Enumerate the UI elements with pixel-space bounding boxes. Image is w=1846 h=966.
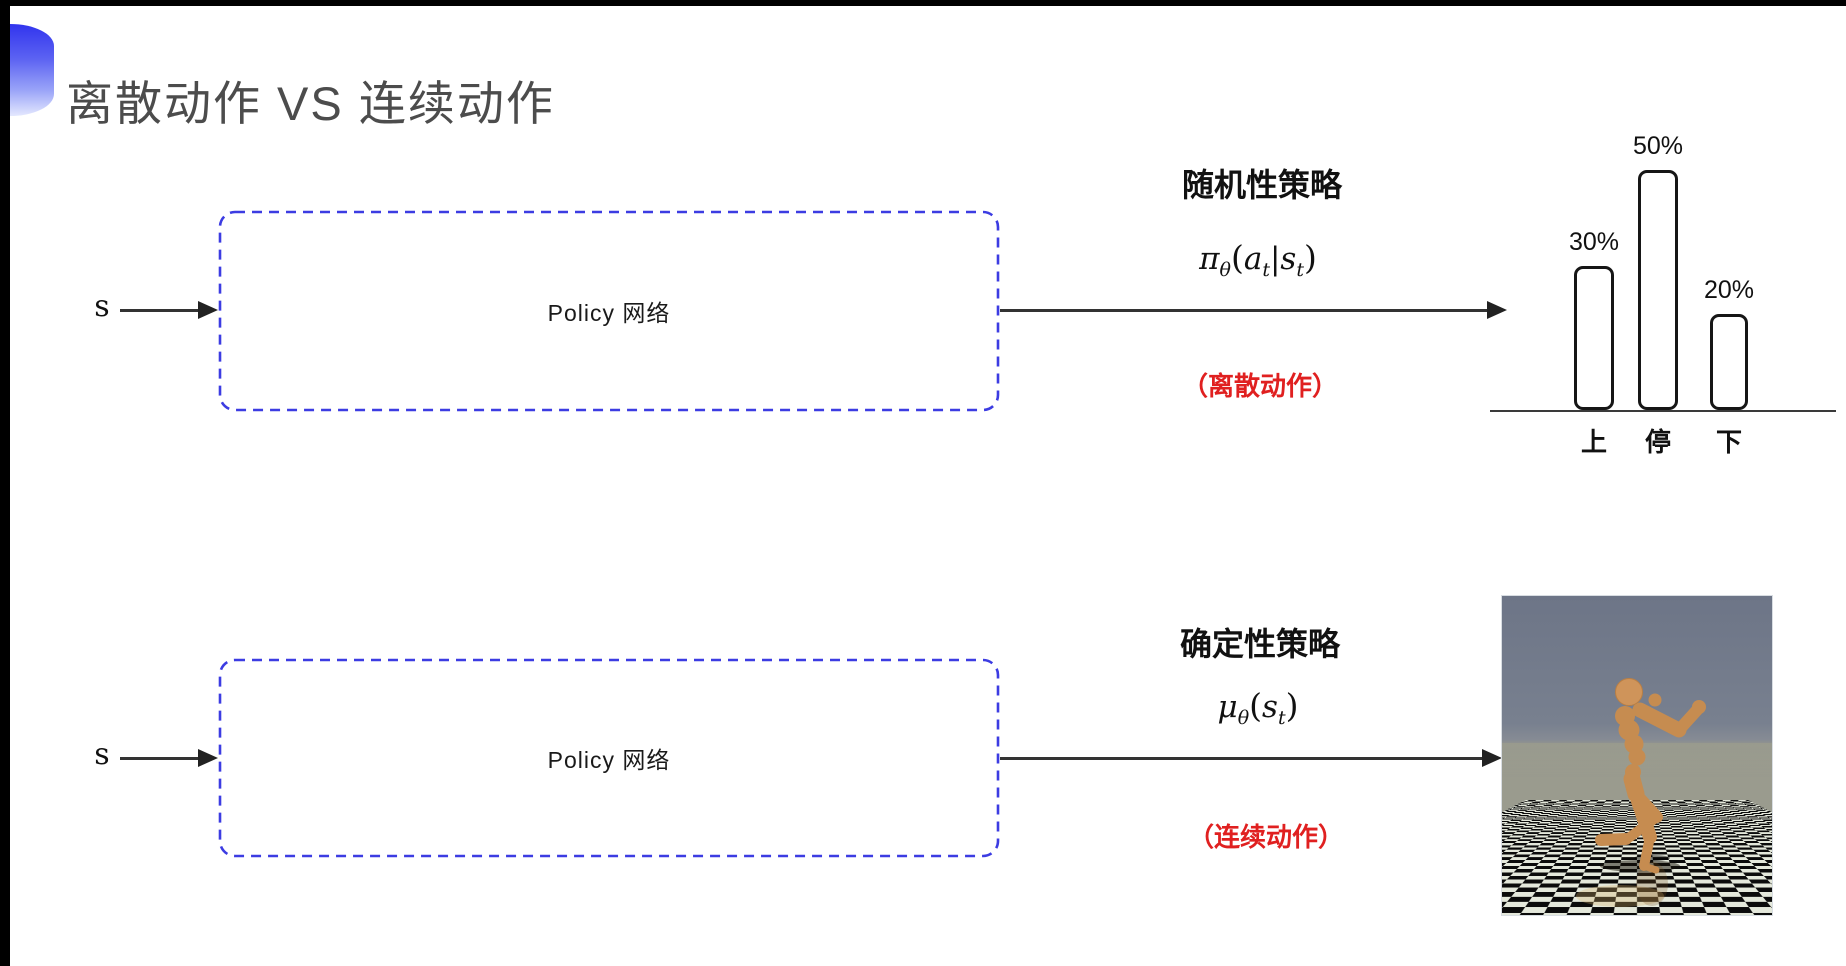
capture-frame-top <box>0 0 1846 6</box>
bar <box>1710 314 1748 410</box>
formula-symbol: π <box>1199 241 1220 277</box>
bar <box>1638 170 1678 410</box>
arrow-policy-to-robot <box>1000 749 1502 767</box>
policy-network-box-bottom: Policy 网络 <box>218 658 1000 858</box>
continuous-action-label: （连续动作） <box>1187 822 1344 852</box>
arrow-head-icon <box>1487 301 1507 319</box>
formula-arg: s <box>1262 689 1278 725</box>
arrow-state-to-policy-top <box>120 301 218 319</box>
arrow-policy-to-distribution <box>1000 301 1507 319</box>
blue-half-circle-decoration <box>10 24 54 116</box>
stochastic-policy-formula: πθ(at|st) <box>1128 238 1388 281</box>
deterministic-policy-formula: μθ(st) <box>1128 686 1388 729</box>
discrete-action-label: （离散动作） <box>1181 371 1338 401</box>
formula-paren: ( <box>1230 238 1244 277</box>
formula-arg: s <box>1280 241 1297 277</box>
formula-arg: a <box>1243 241 1263 277</box>
formula-subscript: t <box>1296 259 1304 281</box>
bar <box>1574 266 1614 410</box>
bar-category-label: 上 <box>1580 427 1607 457</box>
formula-subscript: t <box>1277 707 1286 729</box>
formula-paren: ( <box>1249 686 1263 725</box>
policy-network-label: Policy 网络 <box>547 300 671 326</box>
arrow-head-icon <box>198 301 218 319</box>
bar-category-label: 下 <box>1715 427 1742 457</box>
probability-chart: 30% 上 50% 停 20% 下 <box>1490 100 1836 470</box>
state-input-label-bottom: s <box>94 737 110 772</box>
bar-value-label: 30% <box>1568 228 1620 256</box>
capture-frame-left <box>0 0 10 966</box>
policy-network-label: Policy 网络 <box>547 747 671 773</box>
formula-paren: ) <box>1303 238 1317 277</box>
arrow-shaft <box>1000 756 1488 760</box>
bar-value-label: 50% <box>1632 132 1684 160</box>
bar-value-label: 20% <box>1703 276 1755 304</box>
formula-separator: | <box>1269 241 1281 277</box>
dashed-border <box>218 210 1000 412</box>
formula-subscript: θ <box>1219 259 1231 281</box>
arrow-shaft <box>1000 308 1493 312</box>
dashed-border <box>218 658 1000 858</box>
formula-subscript: t <box>1262 259 1270 281</box>
bar-category-label: 停 <box>1644 427 1671 457</box>
formula-paren: ) <box>1285 686 1299 725</box>
formula-subscript: θ <box>1237 707 1250 729</box>
humanoid-robot-figure <box>1576 678 1706 907</box>
arrow-shaft <box>120 756 204 760</box>
page-title: 离散动作 VS 连续动作 <box>66 77 555 131</box>
arrow-state-to-policy-bottom <box>120 749 218 767</box>
arrow-head-icon <box>198 749 218 767</box>
state-input-label-top: s <box>94 289 110 324</box>
policy-network-box-top: Policy 网络 <box>218 210 1000 412</box>
arrow-shaft <box>120 308 204 312</box>
formula-symbol: μ <box>1217 689 1238 725</box>
deterministic-policy-title: 确定性策略 <box>1179 626 1340 662</box>
arrow-head-icon <box>1482 749 1502 767</box>
stochastic-policy-title: 随机性策略 <box>1181 167 1342 203</box>
mujoco-humanoid-screenshot <box>1501 595 1773 916</box>
x-axis-line <box>1490 410 1836 412</box>
